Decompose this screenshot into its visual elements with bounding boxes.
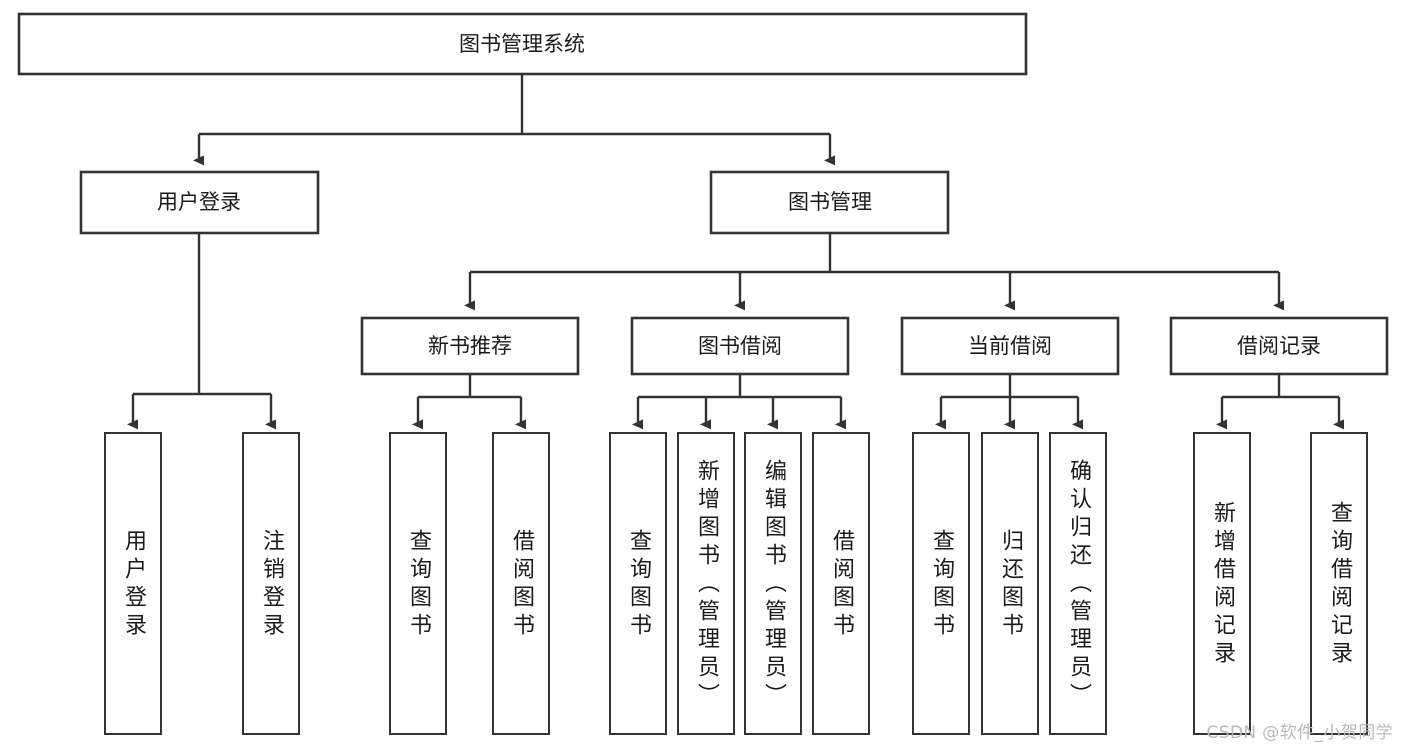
node-leaf-user-login-label: 用户登录 (121, 528, 146, 641)
csdn-watermark: CSDN @软件_小贺同学 (1206, 723, 1393, 743)
connector-new-book-recommend-to-leaves (412, 374, 526, 430)
node-leaf-query-book-2-label: 查询图书 (626, 528, 651, 641)
node-leaf-confirm-return[interactable]: 确认归还（管理员） (1049, 432, 1107, 735)
node-leaf-add-book[interactable]: 新增图书（管理员） (677, 432, 735, 735)
node-leaf-borrow-book-2-label: 借阅图书 (829, 528, 854, 641)
node-leaf-add-record[interactable]: 新增借阅记录 (1193, 432, 1251, 735)
connector-book-borrow-to-leaves (632, 374, 846, 430)
node-leaf-query-book-3[interactable]: 查询图书 (912, 432, 970, 735)
node-borrow-record-label: 借阅记录 (1237, 334, 1321, 358)
node-book-borrow-label: 图书借阅 (698, 334, 782, 358)
node-leaf-logout-login-label: 注销登录 (259, 528, 284, 641)
node-leaf-query-record[interactable]: 查询借阅记录 (1310, 432, 1368, 735)
node-new-book-recommend-label: 新书推荐 (428, 334, 512, 358)
node-leaf-edit-book-label: 编辑图书（管理员） (761, 458, 786, 711)
connector-book-management-to-level3 (464, 233, 1284, 311)
node-new-book-recommend[interactable]: 新书推荐 (360, 316, 580, 376)
node-root-label: 图书管理系统 (459, 32, 585, 56)
node-leaf-query-book-2[interactable]: 查询图书 (609, 432, 667, 735)
node-leaf-return-book[interactable]: 归还图书 (981, 432, 1039, 735)
node-user-login-label: 用户登录 (157, 190, 241, 214)
node-leaf-borrow-book-2[interactable]: 借阅图书 (812, 432, 870, 735)
connector-borrow-record-to-leaves (1216, 374, 1344, 430)
node-user-login[interactable]: 用户登录 (79, 170, 320, 235)
node-leaf-confirm-return-label: 确认归还（管理员） (1066, 458, 1091, 711)
node-leaf-borrow-book-1-label: 借阅图书 (509, 528, 534, 641)
node-leaf-borrow-book-1[interactable]: 借阅图书 (492, 432, 550, 735)
node-leaf-query-book-1[interactable]: 查询图书 (389, 432, 447, 735)
node-leaf-user-login[interactable]: 用户登录 (104, 432, 162, 735)
node-current-borrow[interactable]: 当前借阅 (900, 316, 1120, 376)
connector-current-borrow-to-leaves (935, 374, 1083, 430)
node-leaf-query-book-1-label: 查询图书 (406, 528, 431, 641)
connector-root-to-level2 (193, 74, 835, 166)
node-leaf-edit-book[interactable]: 编辑图书（管理员） (744, 432, 802, 735)
node-leaf-logout-login[interactable]: 注销登录 (242, 432, 300, 735)
connector-user-login-to-leaves (127, 233, 276, 430)
node-leaf-query-book-3-label: 查询图书 (929, 528, 954, 641)
node-book-management-label: 图书管理 (788, 190, 872, 214)
node-borrow-record[interactable]: 借阅记录 (1169, 316, 1389, 376)
node-book-borrow[interactable]: 图书借阅 (630, 316, 850, 376)
node-book-management[interactable]: 图书管理 (709, 170, 950, 235)
node-current-borrow-label: 当前借阅 (968, 334, 1052, 358)
node-root[interactable]: 图书管理系统 (17, 12, 1028, 76)
node-leaf-return-book-label: 归还图书 (998, 528, 1023, 641)
node-leaf-query-record-label: 查询借阅记录 (1327, 500, 1352, 669)
node-leaf-add-record-label: 新增借阅记录 (1210, 500, 1235, 669)
node-leaf-add-book-label: 新增图书（管理员） (694, 458, 719, 711)
